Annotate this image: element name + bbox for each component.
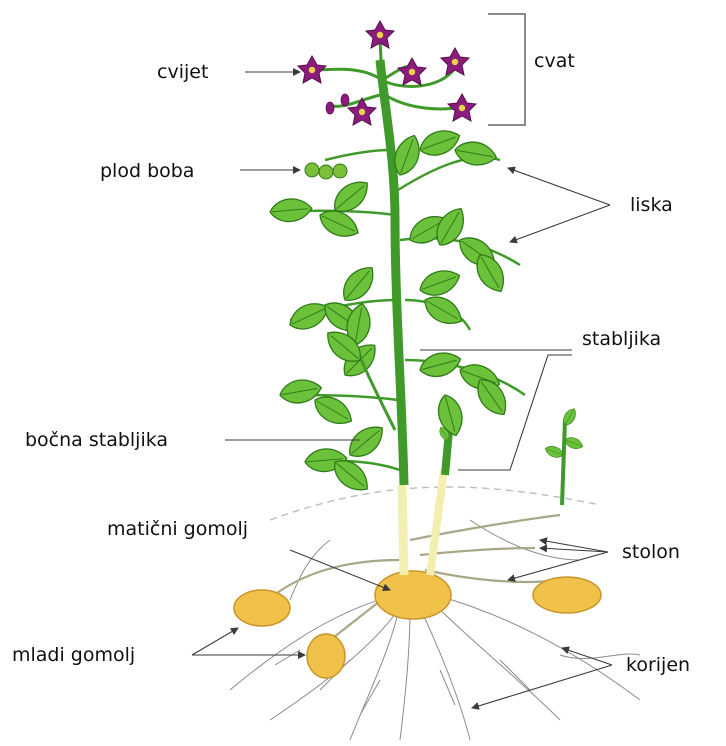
inflorescence-bracket [488,14,525,125]
main-stem [380,60,565,505]
label-cvat: cvat [534,50,575,72]
label-liska: liska [630,194,673,216]
label-plod-boba: plod boba [100,160,194,182]
label-korijen: korijen [626,654,690,676]
pointer-liska-2 [510,205,610,242]
young-tuber-middle [307,634,345,678]
label-mladi-gomolj: mladi gomolj [12,644,135,666]
tubers [234,571,601,678]
label-bocna-stabljika: bočna stabljika [25,429,168,451]
label-stabljika: stabljika [582,328,661,350]
label-cvijet: cvijet [157,61,208,83]
pointer-maticni-gomolj [290,550,390,590]
pointer-mladi-gomolj-1 [192,628,238,655]
leaves [269,125,584,498]
label-stolon: stolon [622,541,680,563]
young-tuber-right [533,577,601,613]
berries [305,150,390,179]
young-tuber-left [234,590,290,626]
pointer-stolon-3 [508,552,608,580]
underground-stems [402,470,444,575]
pointer-korijen-2 [472,665,612,708]
label-maticni-gomolj: matični gomolj [107,518,248,540]
pointer-liska-1 [508,168,610,205]
mother-tuber [375,571,451,619]
